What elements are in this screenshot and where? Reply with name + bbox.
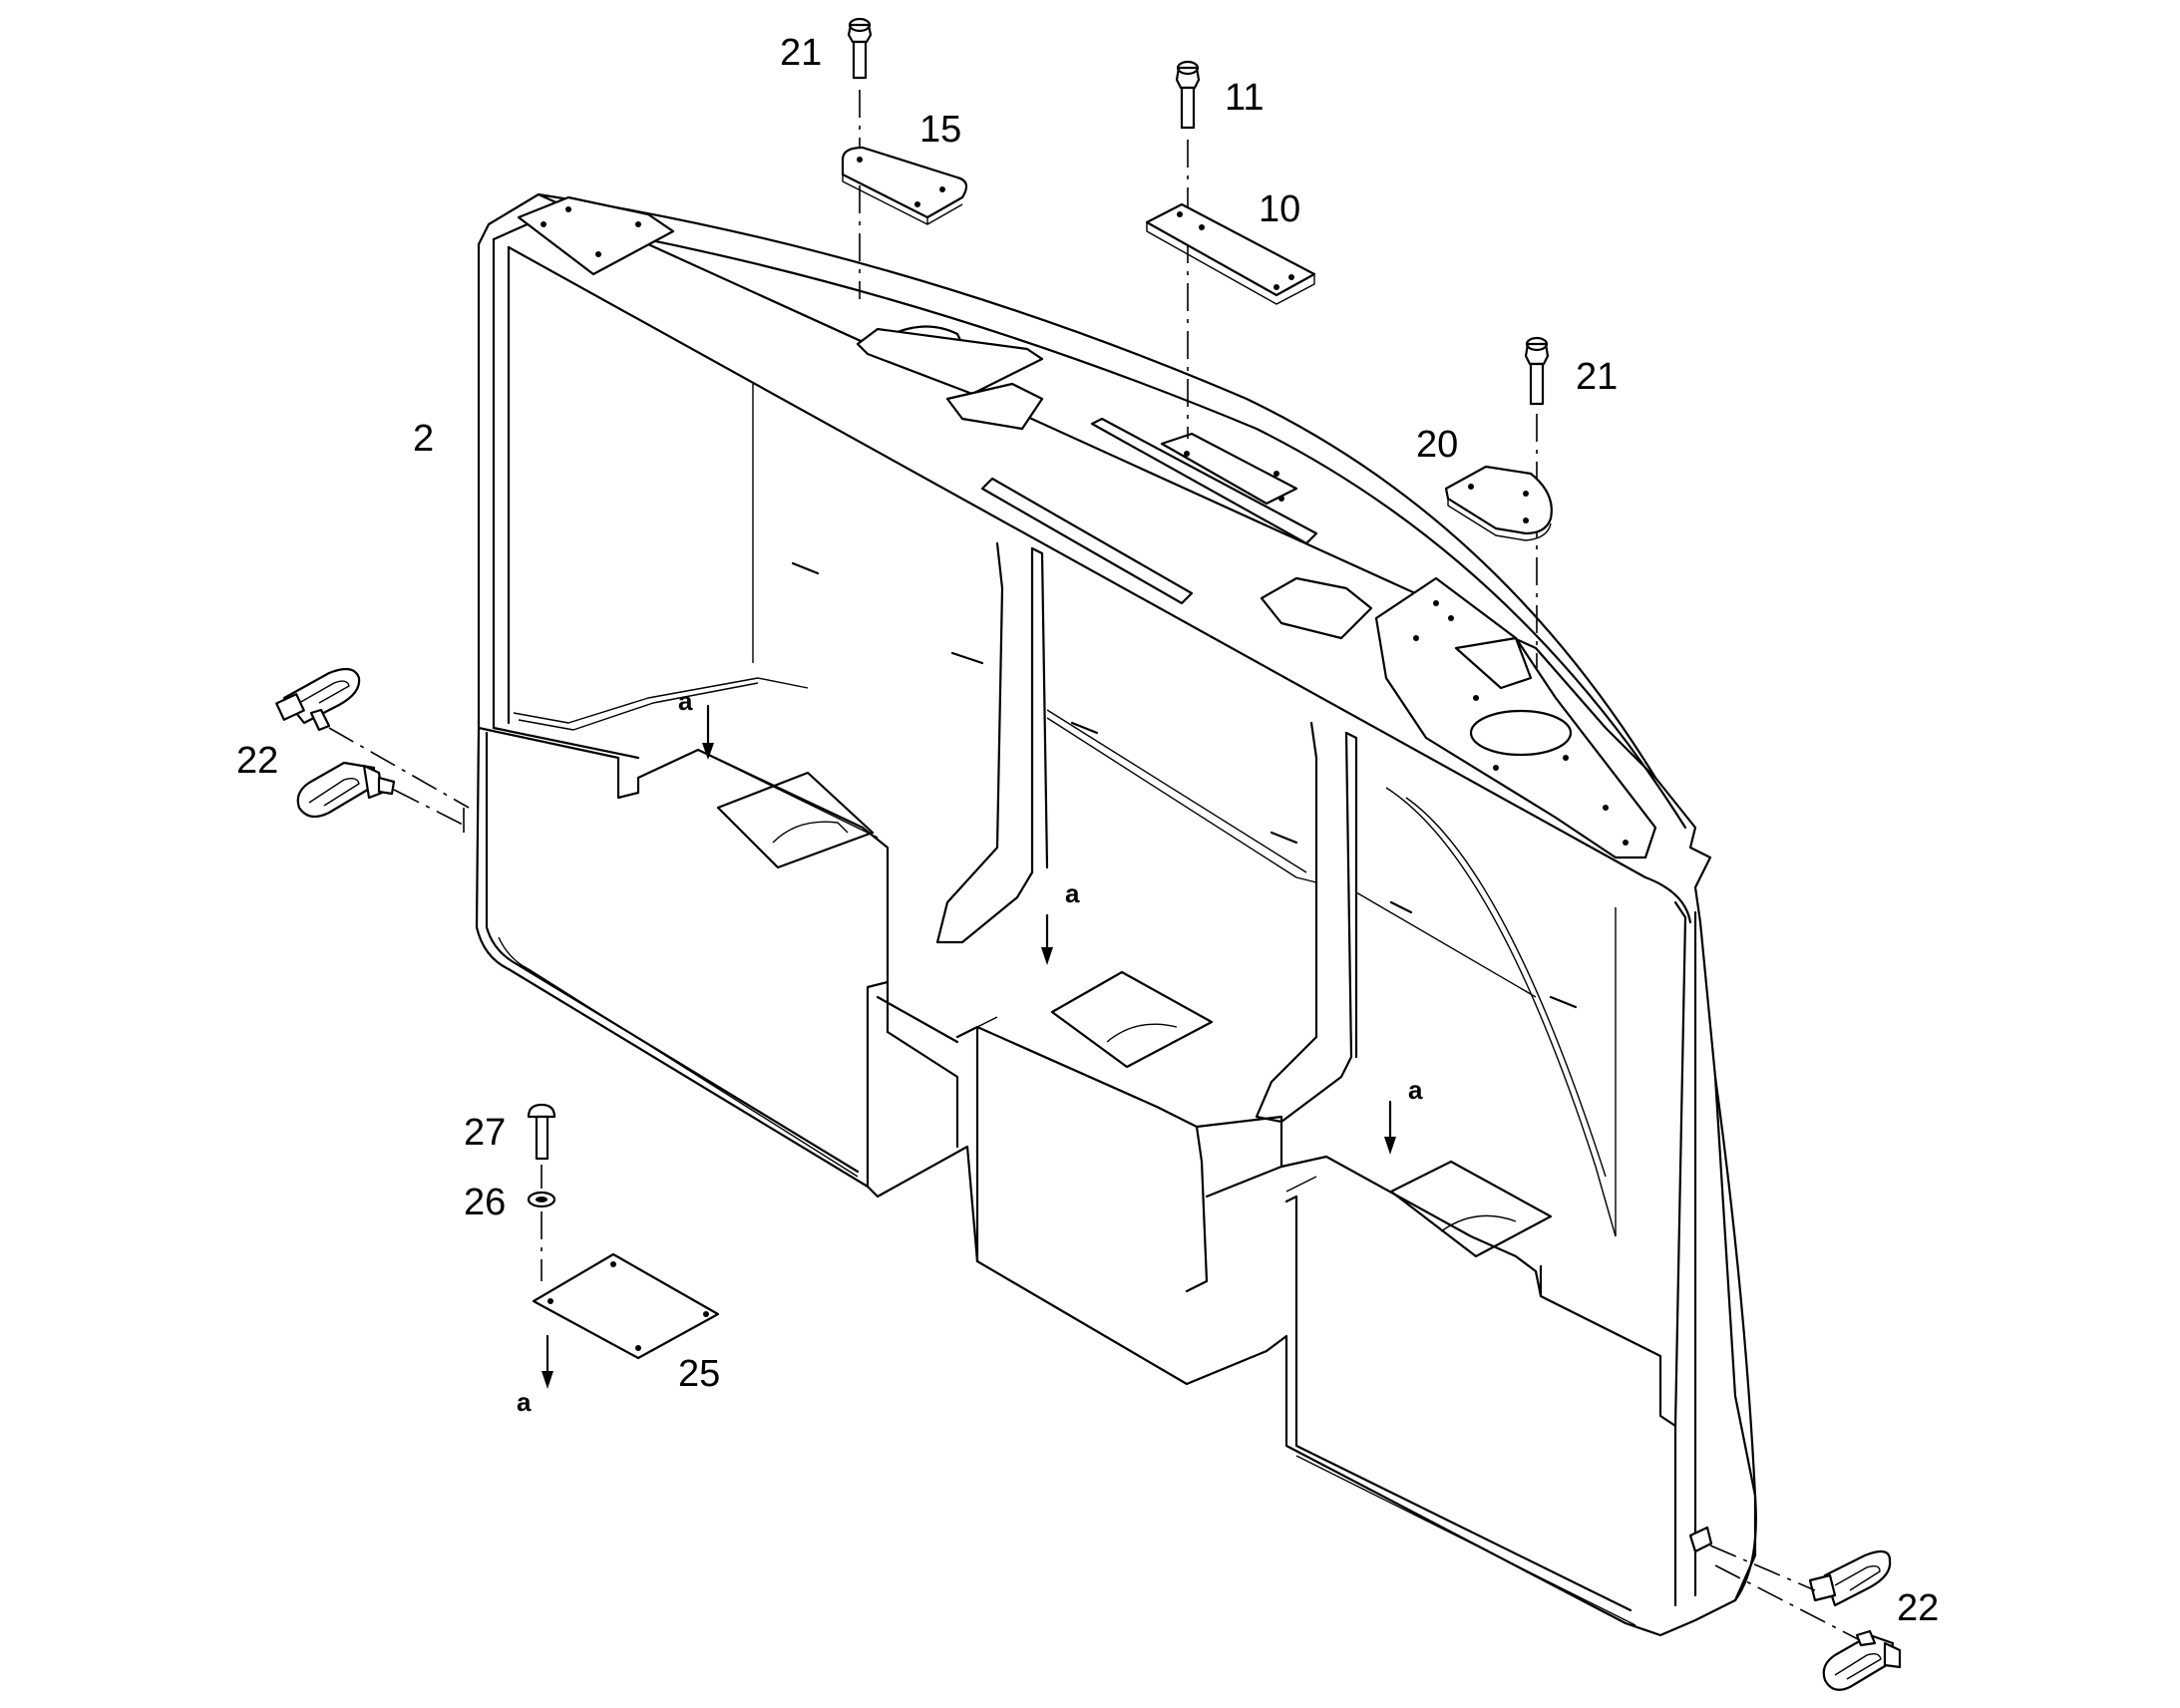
- callout-21-top: 21: [780, 32, 822, 74]
- bolt-21-upper-left: [847, 17, 873, 80]
- view-label-a-2: a: [1065, 878, 1080, 908]
- dash-line-22-left-b: [393, 789, 470, 829]
- lifting-handle-22-right-upper: [1808, 1549, 1892, 1607]
- callout-25: 25: [678, 1353, 720, 1395]
- dash-line-22-right-b: [1714, 1564, 1861, 1641]
- view-label-a-3: a: [1408, 1075, 1423, 1105]
- callout-26: 26: [464, 1182, 506, 1223]
- handle-mount-slot: [1688, 1526, 1713, 1553]
- view-arrow-2: [1041, 913, 1053, 965]
- callout-15: 15: [919, 109, 961, 151]
- dash-line-22-left-a: [328, 727, 470, 809]
- counterweight-body: [475, 192, 1757, 1637]
- callout-20: 20: [1416, 424, 1458, 466]
- plate-20: [1444, 465, 1553, 541]
- lifting-handle-22-right-lower: [1822, 1629, 1902, 1691]
- dash-line-22-right-a: [1709, 1544, 1816, 1591]
- washer-26: [527, 1191, 556, 1208]
- view-arrow-4: [542, 1334, 553, 1389]
- callout-27: 27: [464, 1112, 506, 1154]
- plate-15: [841, 146, 968, 225]
- plate-10: [1145, 202, 1316, 305]
- cover-plate-25: [532, 1252, 720, 1360]
- view-label-a-1: a: [678, 686, 693, 716]
- bolt-11: [1175, 60, 1201, 130]
- bolt-21-upper-right: [1524, 336, 1550, 406]
- view-arrow-1: [702, 704, 714, 760]
- lifting-handle-22-left-lower: [296, 761, 396, 819]
- callout-2: 2: [413, 418, 434, 460]
- view-arrow-3: [1384, 1100, 1396, 1155]
- bolt-27: [527, 1103, 556, 1161]
- callout-22-right: 22: [1897, 1587, 1939, 1629]
- callout-21-right: 21: [1576, 356, 1618, 398]
- callout-10: 10: [1259, 188, 1300, 230]
- callout-11: 11: [1225, 77, 1264, 119]
- callout-22-left: 22: [236, 740, 278, 782]
- lifting-handle-22-left-upper: [275, 667, 361, 732]
- view-label-a-4: a: [517, 1387, 532, 1417]
